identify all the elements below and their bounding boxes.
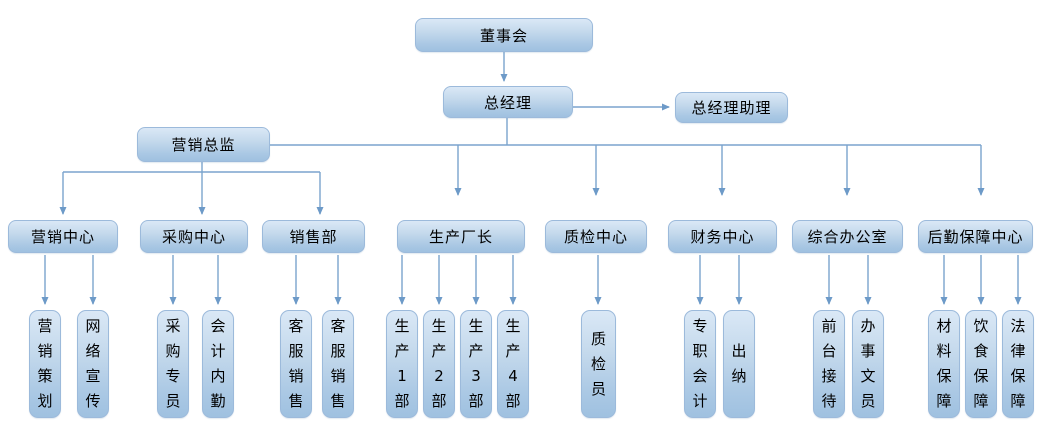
org-node-label: 客服销售 bbox=[288, 317, 304, 410]
org-node-gm-assistant: 总经理助理 bbox=[675, 92, 788, 123]
org-node-label: 生产厂长 bbox=[428, 228, 493, 246]
org-node-label: 客服销售 bbox=[330, 317, 346, 410]
org-node-food-support: 饮食保障 bbox=[965, 310, 997, 418]
org-node-label: 网络宣传 bbox=[85, 317, 101, 410]
org-node-label: 办事文员 bbox=[860, 317, 876, 410]
org-node-network-promotion: 网络宣传 bbox=[77, 310, 109, 418]
org-node-label: 生产3部 bbox=[468, 317, 484, 410]
org-node-marketing-director: 营销总监 bbox=[137, 127, 270, 162]
org-node-cashier: 出纳 bbox=[723, 310, 755, 418]
org-node-production-3: 生产3部 bbox=[460, 310, 492, 418]
org-node-label: 后勤保障中心 bbox=[927, 228, 1024, 246]
org-node-label: 前台接待 bbox=[821, 317, 837, 410]
org-node-label: 质检中心 bbox=[563, 228, 628, 246]
org-node-label: 质检员 bbox=[590, 329, 606, 398]
org-node-label: 专职会计 bbox=[692, 317, 708, 410]
org-node-qc-center: 质检中心 bbox=[545, 220, 647, 253]
org-node-label: 营销策划 bbox=[37, 317, 53, 410]
connector-group bbox=[41, 52, 1022, 305]
org-node-label: 董事会 bbox=[479, 26, 528, 45]
org-node-accounting-internal: 会计内勤 bbox=[202, 310, 234, 418]
org-node-receptionist: 前台接待 bbox=[813, 310, 845, 418]
org-node-production-4: 生产4部 bbox=[497, 310, 529, 418]
org-node-label: 销售部 bbox=[289, 228, 338, 246]
org-node-office-clerk: 办事文员 bbox=[852, 310, 884, 418]
org-node-production-manager: 生产厂长 bbox=[397, 220, 525, 253]
org-node-label: 采购中心 bbox=[161, 228, 226, 246]
org-node-label: 财务中心 bbox=[690, 228, 755, 246]
org-node-general-manager: 总经理 bbox=[443, 86, 573, 118]
org-node-label: 营销中心 bbox=[30, 228, 95, 246]
org-node-sales-dept: 销售部 bbox=[262, 220, 365, 253]
org-node-finance-center: 财务中心 bbox=[668, 220, 777, 253]
org-node-marketing-center: 营销中心 bbox=[8, 220, 118, 253]
org-node-production-1: 生产1部 bbox=[386, 310, 418, 418]
org-node-label: 采购专员 bbox=[165, 317, 181, 410]
org-node-label: 生产1部 bbox=[394, 317, 410, 410]
org-node-label: 生产2部 bbox=[431, 317, 447, 410]
org-node-customer-sales-1: 客服销售 bbox=[280, 310, 312, 418]
org-node-general-office: 综合办公室 bbox=[792, 220, 903, 253]
org-node-label: 总经理 bbox=[483, 93, 532, 112]
org-node-label: 总经理助理 bbox=[691, 99, 772, 117]
org-node-logistics-center: 后勤保障中心 bbox=[918, 220, 1033, 253]
org-node-production-2: 生产2部 bbox=[423, 310, 455, 418]
org-node-purchasing-center: 采购中心 bbox=[140, 220, 248, 253]
org-node-accountant: 专职会计 bbox=[684, 310, 716, 418]
org-node-label: 法律保障 bbox=[1010, 317, 1026, 410]
org-node-legal-support: 法律保障 bbox=[1002, 310, 1034, 418]
org-node-label: 出纳 bbox=[731, 342, 747, 385]
org-node-label: 生产4部 bbox=[505, 317, 521, 410]
org-node-label: 会计内勤 bbox=[210, 317, 226, 410]
org-node-material-support: 材料保障 bbox=[928, 310, 960, 418]
org-node-customer-sales-2: 客服销售 bbox=[322, 310, 354, 418]
org-node-purchasing-specialist: 采购专员 bbox=[157, 310, 189, 418]
org-node-label: 饮食保障 bbox=[973, 317, 989, 410]
org-node-label: 营销总监 bbox=[171, 136, 236, 154]
org-node-board: 董事会 bbox=[415, 18, 593, 52]
org-node-marketing-planning: 营销策划 bbox=[29, 310, 61, 418]
org-node-qc-inspector: 质检员 bbox=[581, 310, 616, 418]
org-node-label: 综合办公室 bbox=[807, 228, 888, 246]
org-node-label: 材料保障 bbox=[936, 317, 952, 410]
